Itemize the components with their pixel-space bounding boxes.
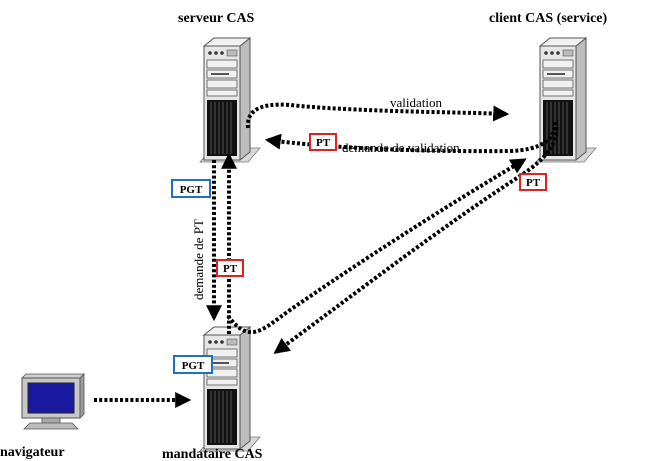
flow-validation-request: [264, 121, 558, 154]
browser-label: navigateur: [0, 445, 65, 460]
pt-request-label: demande de PT: [191, 219, 206, 300]
svg-text:PT: PT: [223, 263, 238, 275]
cas-client-server-icon: [535, 37, 597, 163]
svg-text:PT: PT: [316, 137, 331, 149]
pgt-badge-server: PGT: [171, 179, 211, 198]
svg-text:PGT: PGT: [182, 360, 205, 372]
pt-badge-validation-request: PT: [309, 133, 337, 151]
flow-proxy-to-client: [226, 158, 527, 335]
cas-server-label: serveur CAS: [178, 11, 255, 26]
cas-client-label: client CAS (service): [489, 11, 608, 26]
pgt-badge-proxy: PGT: [173, 355, 213, 374]
cas-proxy-server-icon: [199, 326, 261, 452]
pt-badge-pt-request: PT: [216, 259, 244, 277]
flow-client-to-proxy: [273, 121, 559, 354]
flow-validation: [245, 102, 510, 129]
svg-text:PGT: PGT: [180, 184, 203, 196]
validation-label: validation: [390, 95, 442, 110]
svg-text:PT: PT: [526, 177, 541, 189]
cas-server-icon: [199, 37, 261, 163]
browser-monitor-icon: [21, 373, 85, 430]
pt-badge-client: PT: [519, 173, 547, 191]
cas-proxy-label: mandataire CAS: [162, 447, 263, 461]
validation-request-label: demande de validation: [342, 140, 460, 155]
